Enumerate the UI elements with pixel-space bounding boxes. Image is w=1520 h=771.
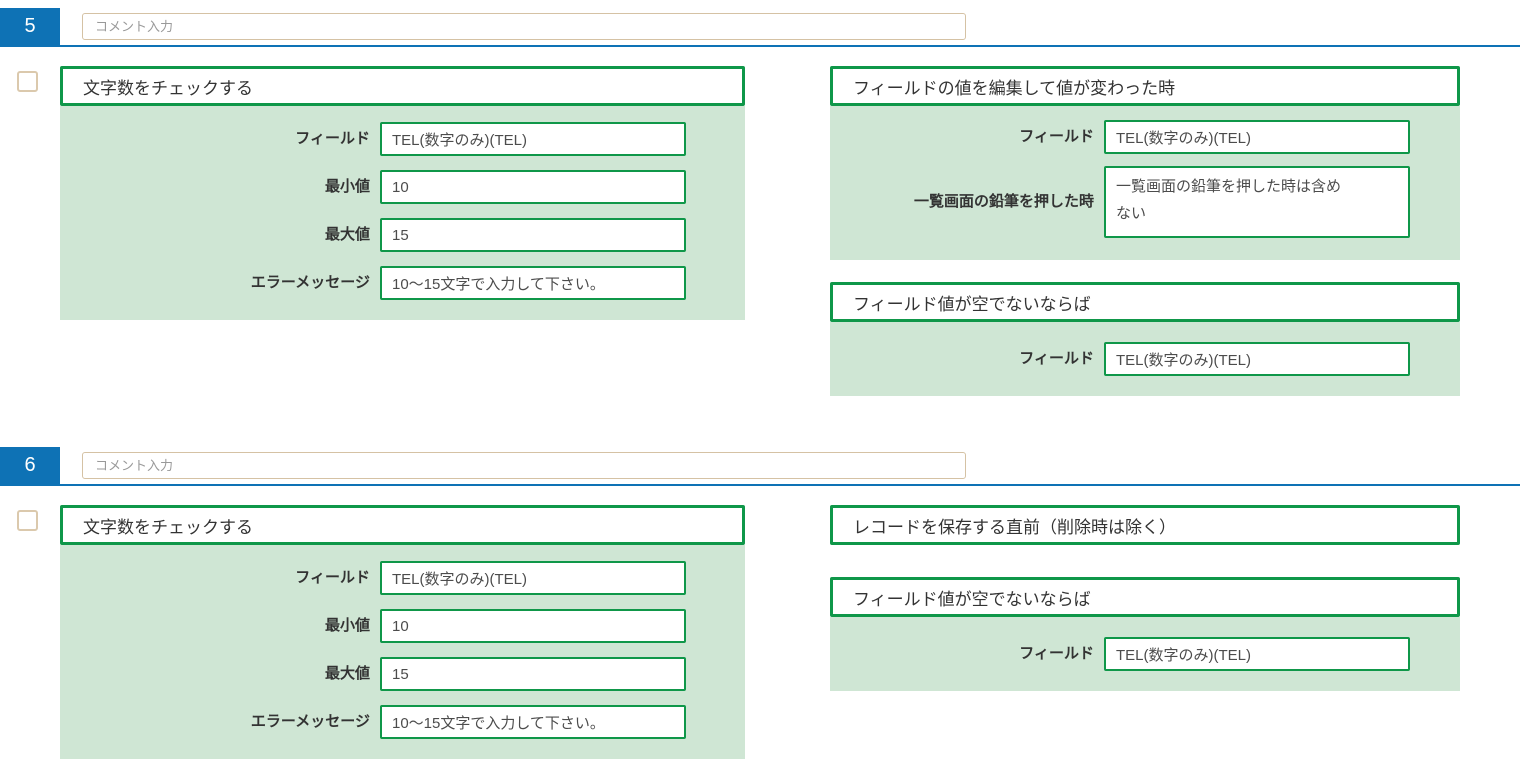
form-row: フィールド — [830, 120, 1460, 154]
form-row: 一覧画面の鉛筆を押した時 一覧画面の鉛筆を押した時は含め ない — [830, 166, 1460, 238]
field-input[interactable] — [380, 561, 686, 595]
field-label: フィールド — [1019, 350, 1094, 368]
section-checkbox[interactable] — [17, 510, 38, 531]
max-value-input[interactable] — [380, 218, 686, 252]
max-value-label: 最大値 — [324, 226, 370, 244]
form-row: 最小値 — [60, 170, 745, 204]
form-row: フィールド — [830, 637, 1460, 671]
field-label: フィールド — [1019, 645, 1094, 663]
form-row: 最小値 — [60, 609, 745, 643]
section-checkbox[interactable] — [17, 71, 38, 92]
field-label: フィールド — [295, 569, 370, 587]
form-row: エラーメッセージ — [60, 266, 745, 300]
form-row: フィールド — [60, 122, 745, 156]
section-divider — [0, 45, 1520, 47]
min-value-input[interactable] — [380, 609, 686, 643]
rule-title-box[interactable]: 文字数をチェックする — [60, 66, 745, 106]
field-label: フィールド — [1019, 128, 1094, 146]
max-value-label: 最大値 — [324, 665, 370, 683]
field-input[interactable] — [1104, 637, 1410, 671]
error-message-input[interactable] — [380, 266, 686, 300]
error-message-input[interactable] — [380, 705, 686, 739]
field-input[interactable] — [1104, 342, 1410, 376]
error-message-label: エラーメッセージ — [250, 713, 370, 731]
comment-input[interactable] — [82, 13, 966, 40]
rule-body: フィールド 最小値 最大値 エラーメッセージ — [60, 106, 745, 320]
list-pencil-textarea[interactable]: 一覧画面の鉛筆を押した時は含め ない — [1104, 166, 1410, 238]
event-title-box[interactable]: レコードを保存する直前（削除時は除く） — [830, 505, 1460, 545]
error-message-label: エラーメッセージ — [250, 274, 370, 292]
rule-body: フィールド 最小値 最大値 エラーメッセージ — [60, 545, 745, 759]
form-row: フィールド — [830, 342, 1460, 376]
min-value-label: 最小値 — [324, 178, 370, 196]
event-body: フィールド 一覧画面の鉛筆を押した時 一覧画面の鉛筆を押した時は含め ない — [830, 106, 1460, 260]
min-value-input[interactable] — [380, 170, 686, 204]
field-input[interactable] — [1104, 120, 1410, 154]
max-value-input[interactable] — [380, 657, 686, 691]
form-row: フィールド — [60, 561, 745, 595]
form-row: 最大値 — [60, 218, 745, 252]
rule-title-box[interactable]: 文字数をチェックする — [60, 505, 745, 545]
field-label: フィールド — [295, 130, 370, 148]
form-row: エラーメッセージ — [60, 705, 745, 739]
form-row: 最大値 — [60, 657, 745, 691]
condition-title-box[interactable]: フィールド値が空でないならば — [830, 577, 1460, 617]
field-input[interactable] — [380, 122, 686, 156]
section-number-badge: 6 — [0, 447, 60, 484]
list-pencil-label: 一覧画面の鉛筆を押した時 — [913, 193, 1094, 211]
comment-input[interactable] — [82, 452, 966, 479]
min-value-label: 最小値 — [324, 617, 370, 635]
condition-body: フィールド — [830, 617, 1460, 691]
event-title-box[interactable]: フィールドの値を編集して値が変わった時 — [830, 66, 1460, 106]
condition-title-box[interactable]: フィールド値が空でないならば — [830, 282, 1460, 322]
section-divider — [0, 484, 1520, 486]
section-number-badge: 5 — [0, 8, 60, 45]
condition-body: フィールド — [830, 322, 1460, 396]
